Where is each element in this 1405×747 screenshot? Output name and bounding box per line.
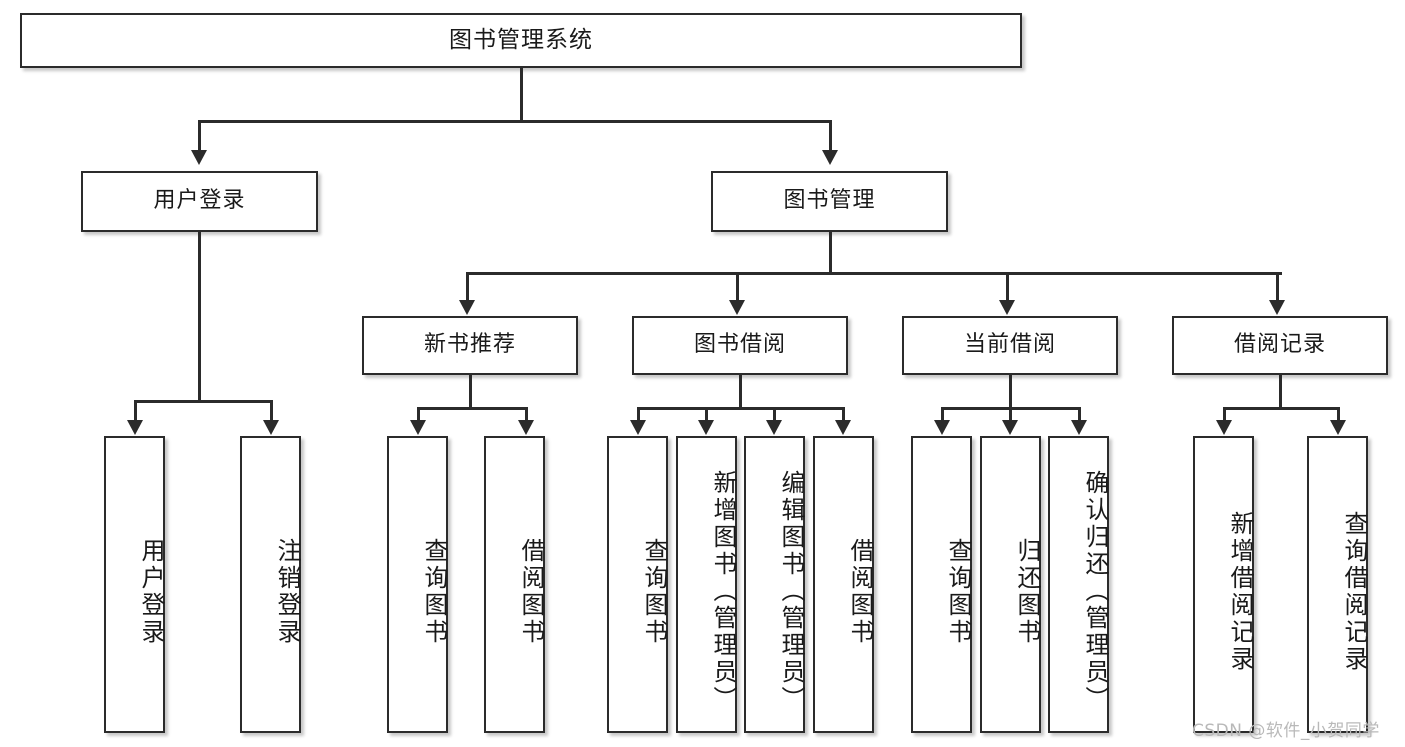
csdn-watermark: CSDN @软件_小贺同学 <box>1192 721 1380 741</box>
connector-cb-drop-3 <box>1078 407 1081 420</box>
leaf-borrow-books-nbr[interactable]: 借阅图书 <box>484 436 545 733</box>
connector-nbr-drop-2 <box>525 407 528 420</box>
node-label: 借阅记录 <box>1233 332 1326 358</box>
node-label: 注销登录 <box>273 537 301 646</box>
arrowhead-leaf-4 <box>518 420 534 435</box>
connector-root-drop-1 <box>198 120 201 150</box>
connector-br-drop-2 <box>1337 407 1340 420</box>
connector-cb-drop-1 <box>941 407 944 420</box>
connector-bb-drop-3 <box>773 407 776 420</box>
arrowhead-to-new-book-rec <box>459 300 475 315</box>
connector-bb-drop-2 <box>705 407 708 420</box>
node-book-borrow[interactable]: 图书借阅 <box>632 316 848 375</box>
arrowhead-to-current-borrow <box>999 300 1015 315</box>
arrowhead-leaf-11 <box>1071 420 1087 435</box>
connector-level3-drop-1 <box>466 272 469 300</box>
node-label: 编辑图书（管理员） <box>777 470 805 713</box>
node-new-book-recommend[interactable]: 新书推荐 <box>362 316 578 375</box>
node-label: 当前借阅 <box>963 332 1056 358</box>
connector-user-login-drop-1 <box>134 400 137 420</box>
arrowhead-to-book-borrow <box>729 300 745 315</box>
arrowhead-leaf-2 <box>263 420 279 435</box>
connector-root-drop-2 <box>829 120 832 150</box>
leaf-return-books[interactable]: 归还图书 <box>980 436 1041 733</box>
connector-user-login-bus <box>134 400 272 403</box>
node-current-borrow[interactable]: 当前借阅 <box>902 316 1118 375</box>
arrowhead-leaf-3 <box>410 420 426 435</box>
arrowhead-to-borrow-record <box>1269 300 1285 315</box>
node-label: 图书管理系统 <box>449 26 593 53</box>
node-label: 归还图书 <box>1013 537 1041 646</box>
connector-bb-drop-4 <box>842 407 845 420</box>
node-label: 图书管理 <box>783 188 876 214</box>
leaf-confirm-return-admin[interactable]: 确认归还（管理员） <box>1048 436 1109 733</box>
arrowhead-leaf-12 <box>1216 420 1232 435</box>
connector-bb-drop-1 <box>637 407 640 420</box>
leaf-user-login[interactable]: 用户登录 <box>104 436 165 733</box>
connector-bb-stem <box>739 375 742 407</box>
connector-nbr-drop-1 <box>417 407 420 420</box>
leaf-borrow-books-bb[interactable]: 借阅图书 <box>813 436 874 733</box>
node-label: 借阅图书 <box>517 537 545 646</box>
leaf-query-books-nbr[interactable]: 查询图书 <box>387 436 448 733</box>
node-borrow-record[interactable]: 借阅记录 <box>1172 316 1388 375</box>
node-book-management[interactable]: 图书管理 <box>711 171 948 232</box>
arrowhead-to-book-management <box>822 150 838 165</box>
arrowhead-to-user-login <box>191 150 207 165</box>
connector-nbr-bus <box>417 407 527 410</box>
node-user-login[interactable]: 用户登录 <box>81 171 318 232</box>
node-label: 用户登录 <box>153 188 246 214</box>
connector-br-drop-1 <box>1223 407 1226 420</box>
arrowhead-leaf-13 <box>1330 420 1346 435</box>
connector-user-login-drop-2 <box>270 400 273 420</box>
connector-cb-stem <box>1009 375 1012 407</box>
connector-level3-drop-2 <box>736 272 739 300</box>
node-label: 用户登录 <box>137 537 165 646</box>
arrowhead-leaf-5 <box>630 420 646 435</box>
connector-nbr-stem <box>469 375 472 407</box>
arrowhead-leaf-1 <box>127 420 143 435</box>
arrowhead-leaf-6 <box>698 420 714 435</box>
node-label: 借阅图书 <box>846 537 874 646</box>
leaf-query-books-cb[interactable]: 查询图书 <box>911 436 972 733</box>
arrowhead-leaf-8 <box>835 420 851 435</box>
connector-level3-drop-4 <box>1276 272 1279 300</box>
node-book-management-system[interactable]: 图书管理系统 <box>20 13 1022 68</box>
node-label: 图书借阅 <box>693 332 786 358</box>
connector-root-stem <box>520 68 523 120</box>
node-label: 查询图书 <box>420 537 448 646</box>
node-label: 新增图书（管理员） <box>709 470 737 713</box>
connector-book-management-stem <box>829 232 832 272</box>
leaf-query-books-bb[interactable]: 查询图书 <box>607 436 668 733</box>
leaf-query-borrow-record[interactable]: 查询借阅记录 <box>1307 436 1368 733</box>
node-label: 查询借阅记录 <box>1340 510 1368 673</box>
node-label: 新增借阅记录 <box>1226 510 1254 673</box>
arrowhead-leaf-7 <box>766 420 782 435</box>
leaf-edit-book-admin[interactable]: 编辑图书（管理员） <box>744 436 805 733</box>
leaf-logout[interactable]: 注销登录 <box>240 436 301 733</box>
node-label: 确认归还（管理员） <box>1081 470 1109 713</box>
connector-level3-drop-3 <box>1006 272 1009 300</box>
connector-bb-bus <box>637 407 845 410</box>
arrowhead-leaf-9 <box>934 420 950 435</box>
connector-level3-bus <box>466 272 1282 275</box>
connector-cb-drop-2 <box>1009 407 1012 420</box>
connector-br-stem <box>1279 375 1282 407</box>
leaf-add-borrow-record[interactable]: 新增借阅记录 <box>1193 436 1254 733</box>
node-label: 查询图书 <box>640 537 668 646</box>
node-label: 新书推荐 <box>423 332 516 358</box>
arrowhead-leaf-10 <box>1002 420 1018 435</box>
connector-br-bus <box>1223 407 1340 410</box>
leaf-add-book-admin[interactable]: 新增图书（管理员） <box>676 436 737 733</box>
node-label: 查询图书 <box>944 537 972 646</box>
connector-user-login-stem <box>198 232 201 400</box>
connector-root-bus <box>198 120 832 123</box>
